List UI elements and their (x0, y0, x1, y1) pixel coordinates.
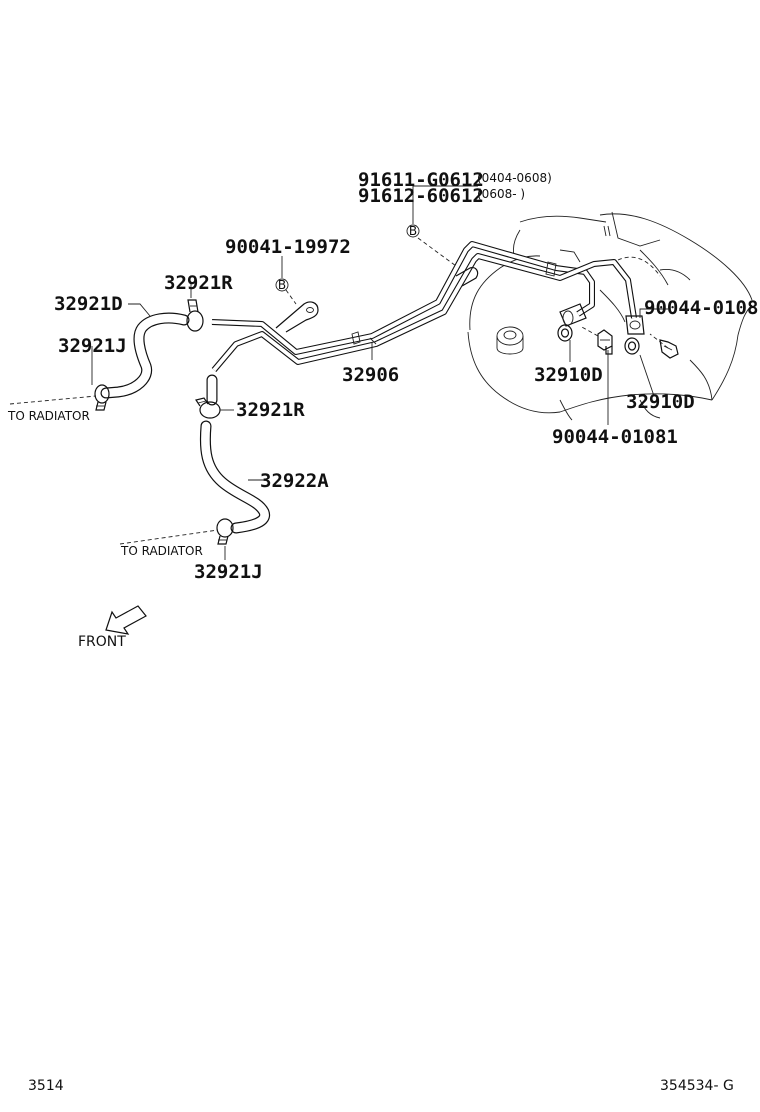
part-label-90044-01081-right: 90044-01081 (644, 297, 760, 319)
part-label-91611-g0612: 91611-G0612 (358, 169, 484, 191)
part-label-90041-19972: 90041-19972 (225, 236, 351, 258)
dashed-leaders (9, 237, 669, 545)
pipe-end-fitting-upper (559, 303, 587, 327)
part-label-32906: 32906 (342, 364, 399, 386)
part-label-32921r-upper: 32921R (164, 272, 233, 294)
front-arrow-icon (105, 605, 147, 635)
clamp-32921j-lower (216, 518, 234, 545)
ref-marker-b-2: B (275, 278, 289, 292)
part-label-32921j-lower: 32921J (194, 561, 263, 583)
part-label-32910d-right: 32910D (626, 391, 695, 413)
footer-page-number: 3514 (28, 1078, 64, 1094)
union-bolt-1 (597, 329, 613, 355)
union-bolt-2 (659, 339, 679, 359)
hose-32922a (199, 374, 271, 534)
transmission-boss (496, 326, 524, 355)
gasket-32910d-2 (624, 337, 640, 355)
gasket-32910d-1 (557, 324, 573, 342)
part-label-91611-range: (0404-0608) (477, 171, 552, 185)
part-label-90044-01081-bottom: 90044-01081 (552, 426, 678, 448)
part-label-32921j-upper: 32921J (58, 335, 127, 357)
footer-diagram-id: 354534- G (660, 1078, 734, 1094)
front-label: FRONT (78, 634, 126, 650)
hose-32921d (100, 312, 190, 399)
part-label-32910d-left: 32910D (534, 364, 603, 386)
part-label-32921r-lower: 32921R (236, 399, 305, 421)
pipe-bracket (275, 267, 479, 333)
clamp-32921j-upper (94, 384, 110, 411)
svg-text:B: B (278, 278, 286, 292)
leader-lines (91, 185, 668, 560)
part-label-32922a: 32922A (260, 470, 329, 492)
part-label-32921d: 32921D (54, 293, 123, 315)
clamp-32921r-upper (186, 299, 204, 332)
note-to-radiator-upper: TO RADIATOR (7, 409, 90, 423)
part-label-91612-range: (0608- ) (477, 187, 525, 201)
pipe-end-fitting-lower (625, 315, 645, 335)
svg-text:B: B (409, 224, 417, 238)
oil-cooler-pipe-32906 (211, 241, 637, 372)
part-label-91612-60612: 91612-60612 (358, 185, 484, 207)
note-to-radiator-lower: TO RADIATOR (120, 544, 203, 558)
transmission-outline (467, 211, 753, 421)
ref-marker-b-1: B (406, 224, 420, 238)
